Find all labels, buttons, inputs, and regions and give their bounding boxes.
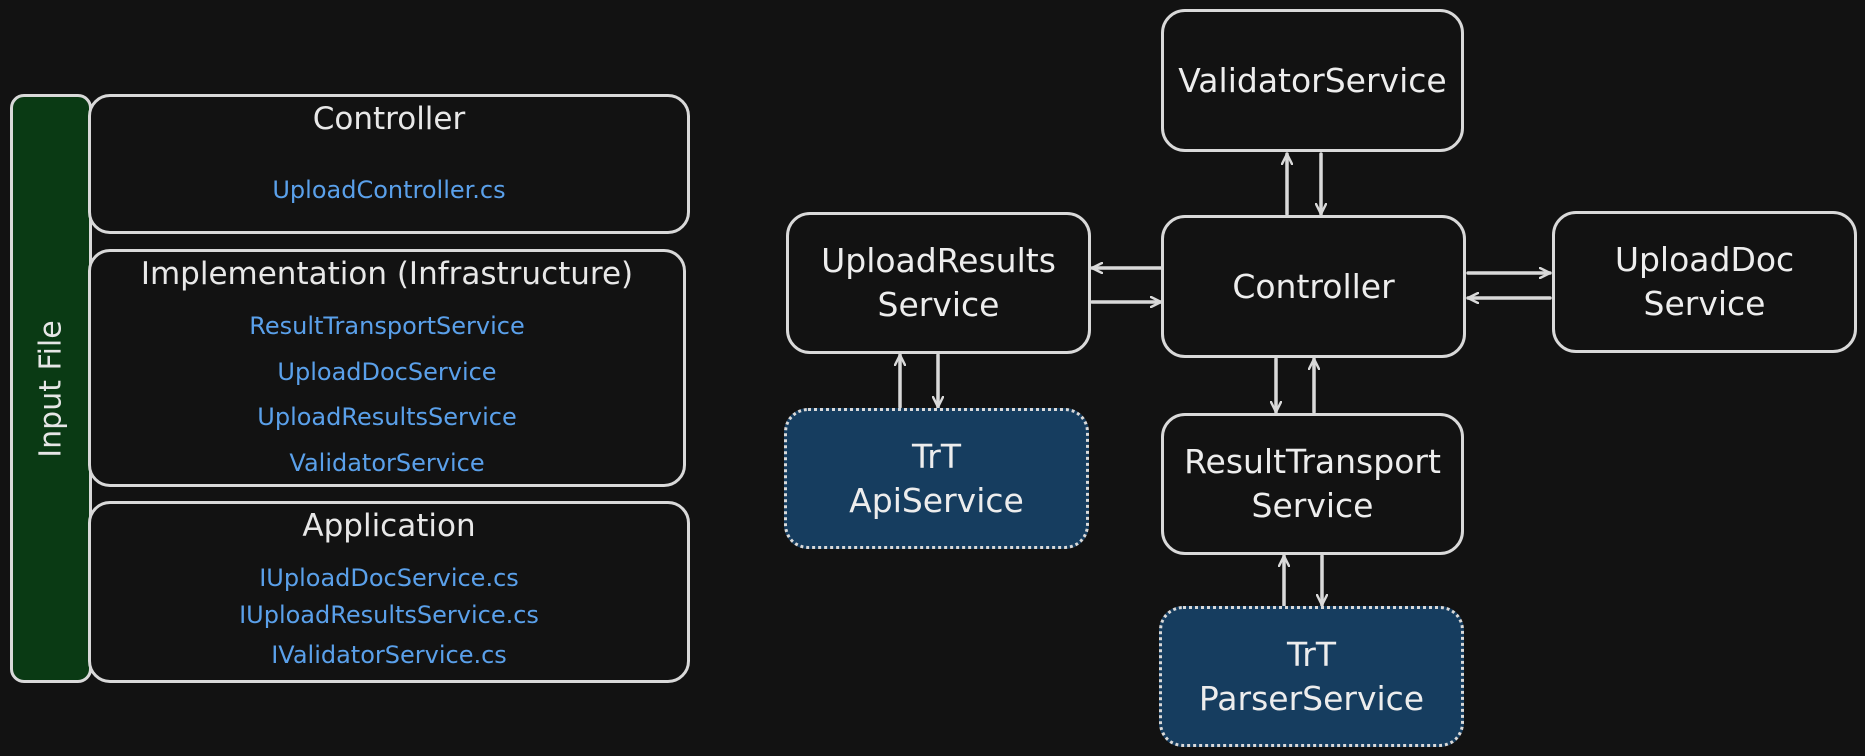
input-file-sidebar: Input File [10, 94, 92, 683]
node-label: Service [1251, 486, 1374, 525]
upload-results-service-node: UploadResults Service [786, 212, 1091, 354]
layer-file-item: IValidatorService.cs [271, 641, 507, 669]
trt-parser-service-node: TrT ParserService [1159, 606, 1464, 747]
layer-file-item: IUploadDocService.cs [259, 564, 519, 592]
node-label: Service [1643, 284, 1766, 323]
node-label: ValidatorService [1178, 60, 1447, 100]
trt-api-service-node: TrT ApiService [784, 408, 1089, 549]
node-label: UploadResults [821, 241, 1056, 280]
node-label: UploadDoc [1614, 240, 1795, 279]
layer-file-item: UploadResultsService [257, 403, 517, 431]
node-label: TrT [1286, 634, 1337, 674]
implementation-layer-title: Implementation (Infrastructure) [140, 256, 634, 292]
layer-file-item: ResultTransportService [249, 312, 525, 340]
node-label: Controller [1232, 266, 1395, 306]
node-label: ApiService [849, 480, 1024, 520]
layer-file-item: ValidatorService [289, 449, 485, 477]
layer-file-item: UploadDocService [277, 358, 497, 386]
node-label: TrT [911, 436, 962, 476]
layer-file-item: UploadController.cs [272, 176, 506, 204]
application-layer-title: Application [302, 508, 476, 544]
controller-layer: Controller UploadController.cs [88, 94, 690, 234]
validator-service-node: ValidatorService [1161, 9, 1464, 152]
upload-doc-service-node: UploadDoc Service [1552, 211, 1857, 353]
layer-file-item: IUploadResultsService.cs [239, 601, 539, 629]
node-label: Service [877, 285, 1000, 324]
node-label: ResultTransport [1184, 442, 1441, 481]
input-file-label: Input File [33, 319, 69, 458]
controller-node: Controller [1161, 215, 1466, 358]
application-layer: Application IUploadDocService.cs IUpload… [88, 501, 690, 683]
result-transport-service-node: ResultTransport Service [1161, 413, 1464, 555]
node-label: ParserService [1198, 678, 1425, 718]
implementation-layer: Implementation (Infrastructure) ResultTr… [88, 249, 686, 487]
controller-layer-title: Controller [312, 101, 466, 137]
